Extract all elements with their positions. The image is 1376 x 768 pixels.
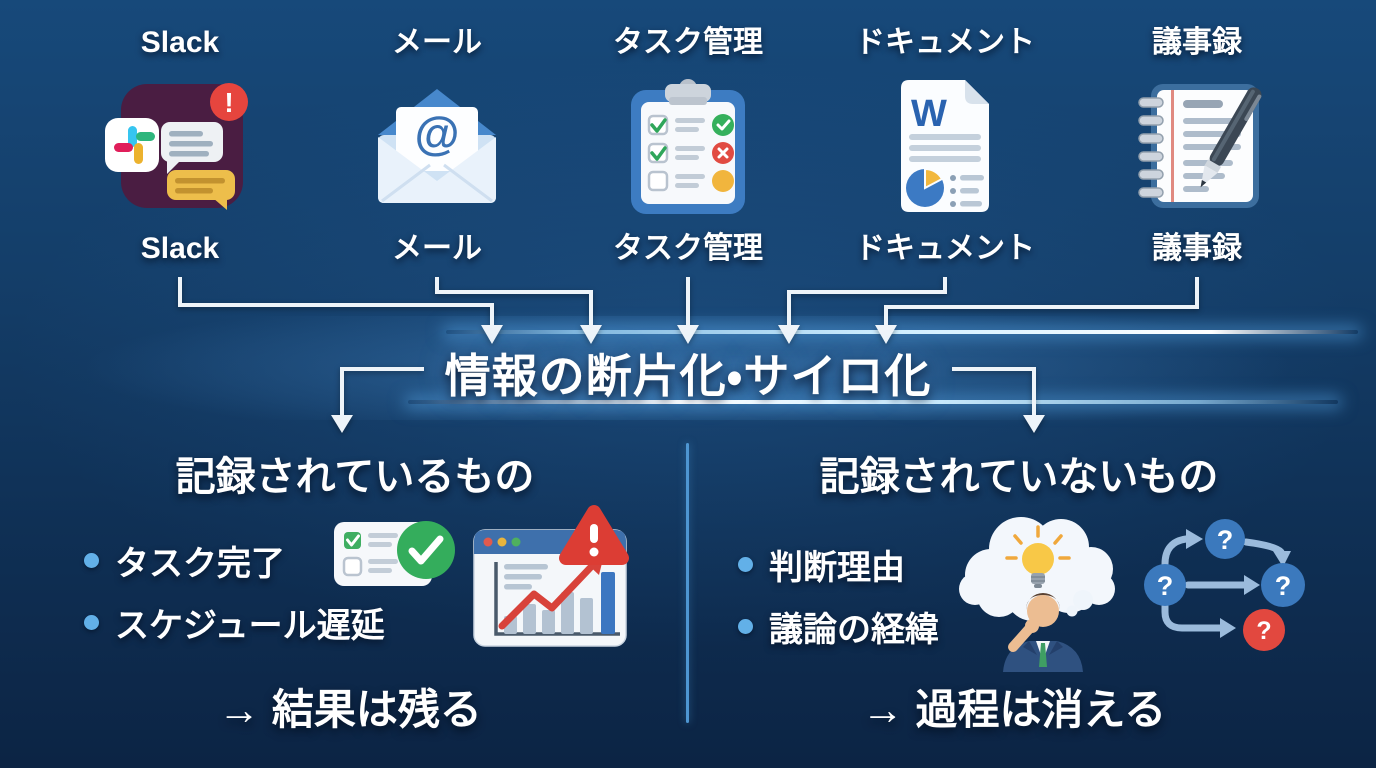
slack-chat-icon: !	[105, 83, 248, 210]
meeting-notes-icon	[1138, 84, 1262, 208]
svg-text:?: ?	[1256, 617, 1271, 645]
question-marks: ??? ?	[1157, 525, 1292, 645]
right-panel-title: 記録されていないもの	[819, 455, 1219, 499]
bullet-dot	[84, 553, 99, 568]
word-document-icon: W	[901, 79, 989, 212]
tool-column-minutes: 議事録	[1067, 24, 1327, 268]
panel-divider	[686, 443, 689, 723]
right-item-decision-reason: 判断理由	[738, 540, 905, 589]
arrow-slack-to-band	[178, 277, 494, 327]
band-glow-line-top	[446, 330, 1358, 334]
notification-exclamation: !	[224, 87, 233, 118]
band-glow-line-bottom	[408, 400, 1338, 404]
arrow-minutes-to-band	[884, 277, 1199, 327]
svg-text:?: ?	[1157, 571, 1174, 601]
unknown-flow-icon: ??? ?	[1144, 519, 1305, 651]
tool-label-bottom-document: ドキュメント	[855, 232, 1035, 265]
hand-on-chin	[1025, 619, 1039, 633]
center-band-label: 情報の断片化・サイロ化	[444, 350, 932, 402]
tool-label-bottom-task: タスク管理	[613, 232, 763, 265]
thinking-person-icon	[959, 517, 1115, 672]
arrow-doc-to-band	[787, 277, 947, 327]
left-item-schedule-delay: スケジュール遅延	[84, 598, 385, 647]
right-item-label-1: 判断理由	[769, 549, 905, 587]
tool-label-top-document: ドキュメント	[855, 26, 1035, 59]
tool-label-top-slack: Slack	[140, 26, 220, 59]
task-complete-card-icon	[334, 521, 455, 586]
svg-text:?: ?	[1275, 571, 1292, 601]
left-item-label-2: スケジュール遅延	[115, 607, 385, 645]
left-conclusion: → 結果は残る	[218, 686, 482, 733]
bullet-dot	[738, 557, 753, 572]
left-panel-title: 記録されているもの	[175, 455, 535, 499]
arrow-mail-to-band	[435, 277, 593, 327]
tool-column-task: タスク管理	[558, 24, 818, 268]
at-sign: @	[415, 107, 460, 159]
email-icon: @	[378, 89, 496, 203]
right-item-label-2: 議論の経緯	[769, 611, 939, 649]
pen-glyph	[1200, 87, 1262, 188]
task-management-icon	[631, 78, 745, 214]
tool-column-slack: Slack ! Slack	[50, 24, 310, 268]
left-item-task-complete: タスク完了	[84, 536, 285, 585]
arrowheads	[331, 325, 1045, 433]
arrow-band-to-left	[340, 367, 424, 417]
tool-label-top-task: タスク管理	[613, 26, 763, 59]
bullet-dot	[738, 619, 753, 634]
tool-label-bottom-slack: Slack	[140, 232, 220, 265]
bullet-dot	[84, 615, 99, 630]
trend-alert-chart-icon	[473, 505, 629, 647]
word-w-letter: W	[911, 93, 947, 135]
green-tie	[1039, 643, 1047, 667]
tool-column-document: ドキュメント W ドキュメント	[815, 24, 1075, 268]
right-item-discussion-history: 議論の経緯	[738, 602, 939, 651]
left-item-label-1: タスク完了	[115, 545, 285, 583]
arrow-band-to-right	[952, 367, 1036, 417]
tool-column-mail: メール @ メール	[307, 24, 567, 268]
arm	[1008, 624, 1034, 652]
right-conclusion: → 過程は消える	[861, 686, 1167, 733]
tool-label-top-minutes: 議事録	[1152, 26, 1242, 59]
lightbulb-rays	[1005, 525, 1071, 560]
tool-label-top-mail: メール	[392, 26, 482, 59]
svg-text:?: ?	[1217, 525, 1234, 555]
face	[1027, 595, 1059, 627]
tool-label-bottom-minutes: 議事録	[1152, 232, 1242, 265]
tool-label-bottom-mail: メール	[392, 232, 482, 265]
lightbulb	[1022, 543, 1054, 575]
